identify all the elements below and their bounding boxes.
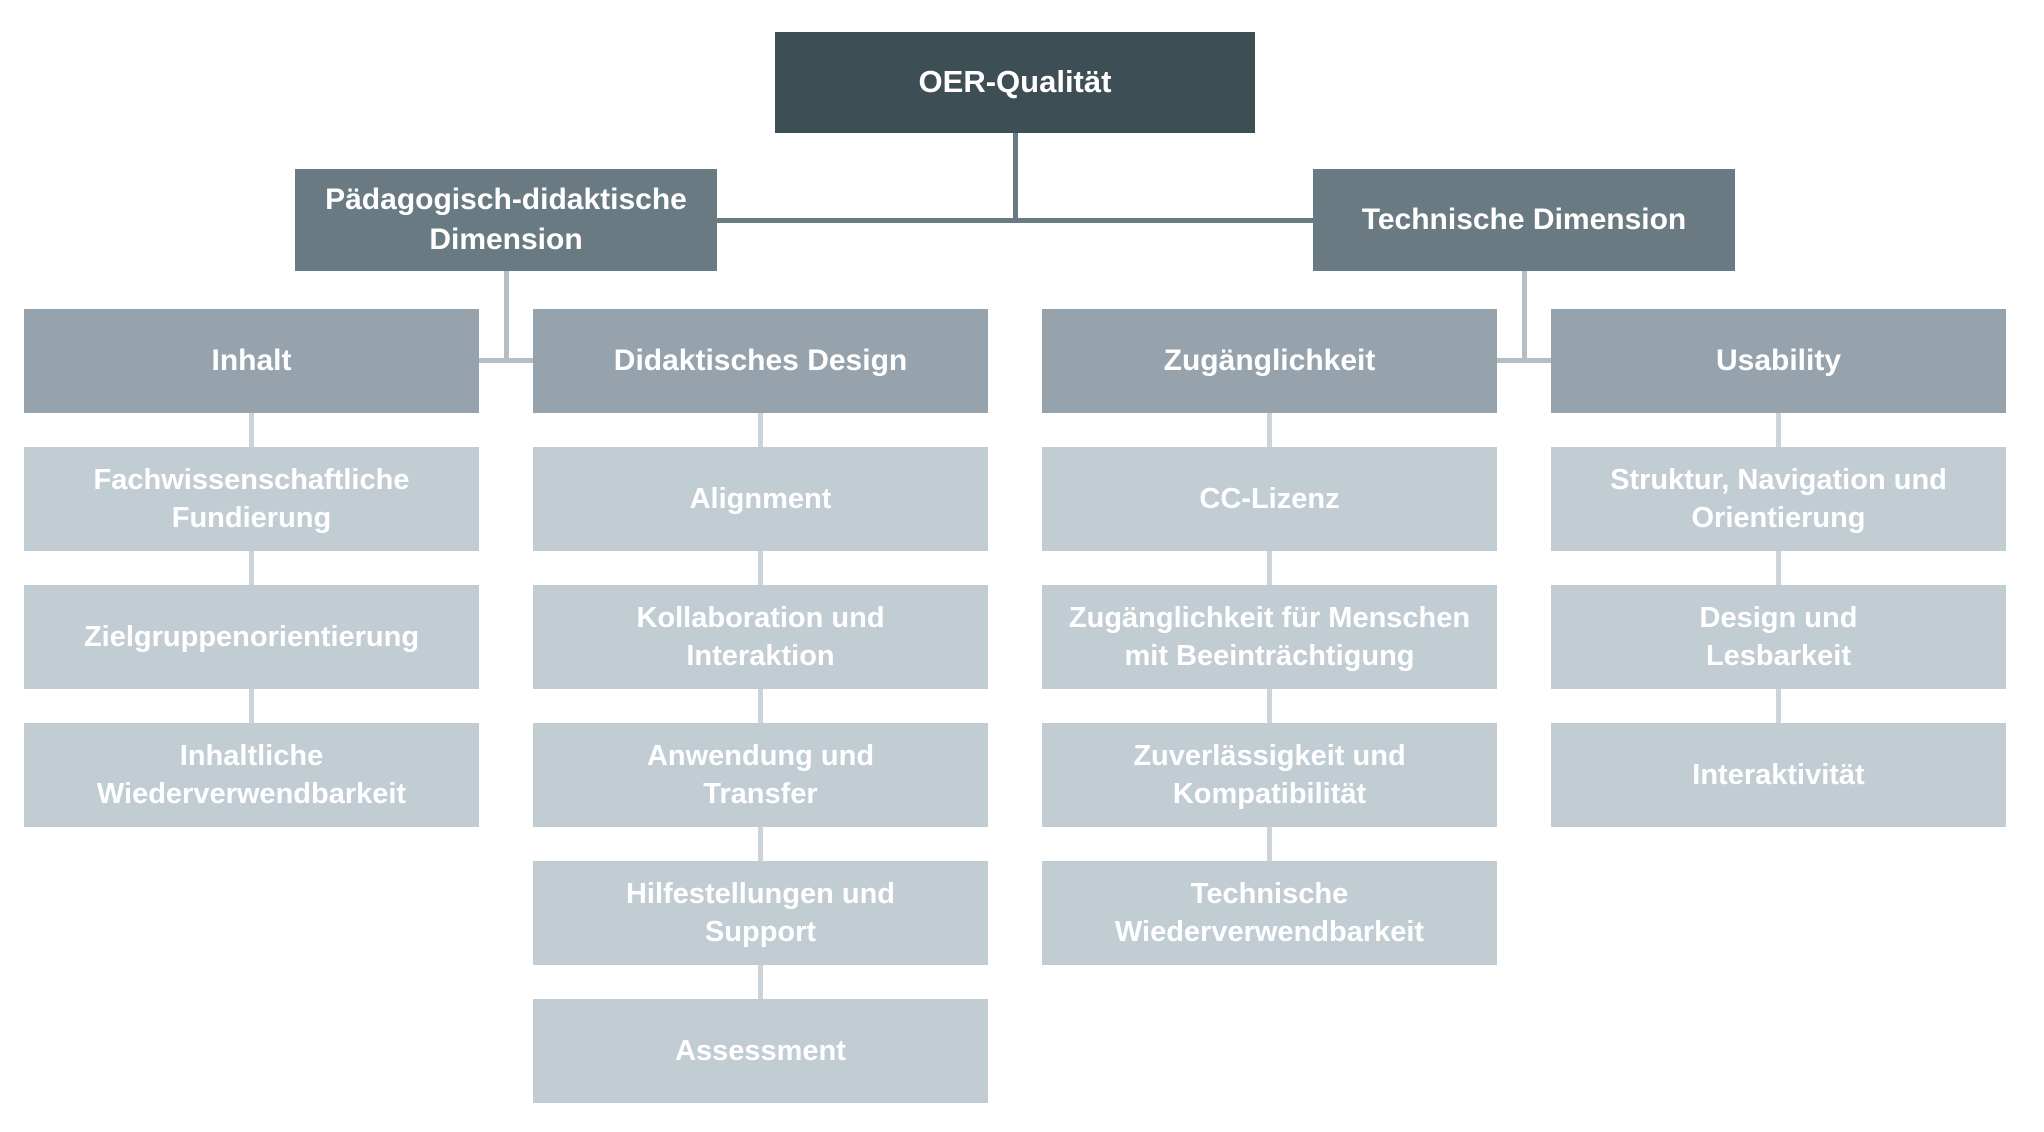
criterion-box-anwendung-transfer: Anwendung und Transfer bbox=[533, 723, 988, 827]
connector-col3-seg3 bbox=[1267, 689, 1272, 723]
connector-col4-seg3 bbox=[1776, 689, 1781, 723]
connector-col2-seg4 bbox=[758, 827, 763, 861]
category-box-usability: Usability bbox=[1551, 309, 2006, 413]
category-box-zugaenglichkeit: Zugänglichkeit bbox=[1042, 309, 1497, 413]
connector-col2-seg1 bbox=[758, 413, 763, 447]
criterion-box-zuverlaessigkeit-kompatibilitaet: Zuverlässigkeit und Kompatibilität bbox=[1042, 723, 1497, 827]
dimension-box-paedagogisch-didaktisch: Pädagogisch-didaktische Dimension bbox=[295, 169, 717, 271]
connector-col1-seg1 bbox=[249, 413, 254, 447]
criterion-box-struktur-navigation-orientierung: Struktur, Navigation und Orientierung bbox=[1551, 447, 2006, 551]
connector-dimensions-horizontal bbox=[717, 218, 1313, 223]
connector-col3-seg1 bbox=[1267, 413, 1272, 447]
root-box-oer-qualitaet: OER-Qualität bbox=[775, 32, 1255, 133]
criterion-box-fachwissenschaftliche-fundierung: Fachwissenschaftliche Fundierung bbox=[24, 447, 479, 551]
connector-col4-seg1 bbox=[1776, 413, 1781, 447]
connector-paedagogisch-vertical bbox=[504, 271, 509, 363]
connector-col1-seg3 bbox=[249, 689, 254, 723]
connector-technische-vertical bbox=[1522, 271, 1527, 363]
criterion-box-hilfestellungen-support: Hilfestellungen und Support bbox=[533, 861, 988, 965]
category-box-inhalt: Inhalt bbox=[24, 309, 479, 413]
connector-col4-seg2 bbox=[1776, 551, 1781, 585]
criterion-box-cc-lizenz: CC-Lizenz bbox=[1042, 447, 1497, 551]
criterion-box-inhaltliche-wiederverwendbarkeit: Inhaltliche Wiederverwendbarkeit bbox=[24, 723, 479, 827]
criterion-box-kollaboration-interaktion: Kollaboration und Interaktion bbox=[533, 585, 988, 689]
connector-technische-stub bbox=[1497, 358, 1551, 363]
connector-col3-seg4 bbox=[1267, 827, 1272, 861]
criterion-box-zielgruppenorientierung: Zielgruppenorientierung bbox=[24, 585, 479, 689]
dimension-box-technisch: Technische Dimension bbox=[1313, 169, 1735, 271]
connector-col2-seg5 bbox=[758, 965, 763, 999]
criterion-box-design-lesbarkeit: Design und Lesbarkeit bbox=[1551, 585, 2006, 689]
connector-paedagogisch-stub bbox=[479, 358, 533, 363]
criterion-box-zugaenglichkeit-beeintraechtigung: Zugänglichkeit für Menschen mit Beeinträ… bbox=[1042, 585, 1497, 689]
connector-col3-seg2 bbox=[1267, 551, 1272, 585]
connector-root-vertical bbox=[1013, 133, 1018, 222]
connector-col2-seg3 bbox=[758, 689, 763, 723]
criterion-box-assessment: Assessment bbox=[533, 999, 988, 1103]
connector-col2-seg2 bbox=[758, 551, 763, 585]
connector-col1-seg2 bbox=[249, 551, 254, 585]
criterion-box-interaktivitaet: Interaktivität bbox=[1551, 723, 2006, 827]
criterion-box-technische-wiederverwendbarkeit: Technische Wiederverwendbarkeit bbox=[1042, 861, 1497, 965]
criterion-box-alignment: Alignment bbox=[533, 447, 988, 551]
category-box-didaktisches-design: Didaktisches Design bbox=[533, 309, 988, 413]
